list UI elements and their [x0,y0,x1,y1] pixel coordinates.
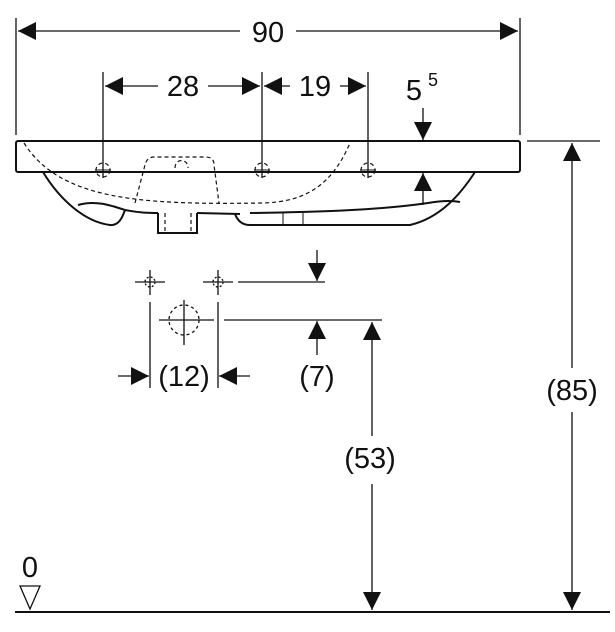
tap-hole-right-label: 19 [299,71,331,103]
overall-width-dimension [15,18,521,135]
rim-thickness-label: 5 [406,75,422,107]
floor-level-label: 0 [22,552,38,584]
floor-level-triangle [19,585,41,611]
total-height-dimension [527,140,600,610]
outlet-offset-label: (7) [299,361,334,393]
waste-outlet-mark [118,300,382,610]
rim-thickness-exponent: 5 [428,70,438,90]
outlet-spacing-label: (12) [158,361,210,393]
supply-connection-marks [135,250,326,295]
tap-hole-left-label: 28 [167,71,199,103]
basin-hidden-lines [23,142,376,233]
outlet-height-label: (53) [344,443,396,475]
tap-hole-dimensions [102,72,369,178]
washbasin-side-view [15,140,521,234]
total-height-label: (85) [546,375,598,407]
overall-width-label: 90 [252,17,284,49]
